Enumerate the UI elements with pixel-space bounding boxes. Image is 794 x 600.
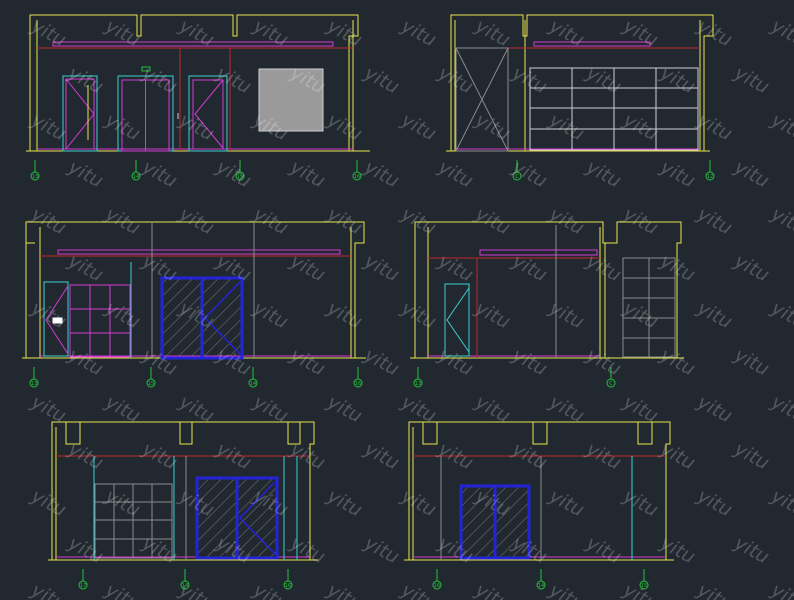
axis-marker: 13 [29, 367, 39, 388]
glass-double-door [459, 484, 531, 560]
ceiling-bulkhead [52, 41, 334, 47]
ceiling-bulkhead [57, 249, 341, 255]
axis-marker-label: 14 [250, 381, 256, 387]
axis-marker-label: 13 [415, 381, 421, 387]
axis-marker-label: 16 [355, 381, 361, 387]
axis-marker-circle [639, 580, 649, 590]
axis-marker: 12 [705, 160, 715, 181]
axis-marker-circle [30, 171, 40, 181]
elevation-2 [446, 14, 714, 152]
axis-marker-circle [131, 171, 141, 181]
axis-marker-circle [432, 580, 442, 590]
axis-marker-circle [180, 580, 190, 590]
ceiling-notches [65, 422, 301, 445]
axis-marker-circle [283, 580, 293, 590]
elevation-1 [26, 14, 370, 152]
axis-marker: 16 [352, 160, 362, 181]
axis-marker: 13 [413, 367, 423, 388]
axis-marker-circle [352, 171, 362, 181]
axis-marker: 16 [283, 569, 293, 590]
axis-marker: 15 [639, 569, 649, 590]
ceiling-bulkhead [479, 249, 598, 256]
cabinet-wall [529, 67, 699, 151]
axis-marker-label: C [515, 174, 519, 180]
wall-section-outline [450, 14, 714, 151]
axis-marker-label: 14 [182, 583, 188, 589]
axis-marker: 14 [248, 367, 258, 388]
wall-section-outline [51, 421, 315, 560]
axis-marker-circle [413, 378, 423, 388]
axis-marker-label: 13 [31, 381, 37, 387]
axis-marker: C [512, 160, 522, 181]
opening-cross [455, 47, 509, 152]
cabinet-grid [69, 284, 131, 358]
axis-marker-label: 16 [285, 583, 291, 589]
door-left [62, 75, 98, 152]
axis-marker-label: 14 [538, 583, 544, 589]
axis-marker-label: 16 [434, 583, 440, 589]
axis-marker: 16 [353, 367, 363, 388]
axis-marker: 13 [30, 160, 40, 181]
axis-marker-circle [536, 580, 546, 590]
axis-marker-circle [353, 378, 363, 388]
axis-marker: 16 [432, 569, 442, 590]
wall-section-outline [414, 221, 682, 358]
axis-marker-circle [235, 171, 245, 181]
ceiling-notches [422, 422, 653, 445]
axis-marker: 15 [235, 160, 245, 181]
axis-marker-label: 14 [133, 174, 139, 180]
axis-marker: 15 [146, 367, 156, 388]
axis-marker-label: 15 [148, 381, 154, 387]
axis-marker-label: 15 [641, 583, 647, 589]
cabinet-grid [94, 483, 173, 559]
wall-section-outline [25, 221, 365, 358]
axis-marker: 17 [78, 569, 88, 590]
cabinet-grid [622, 257, 676, 358]
wall-section-outline [29, 14, 359, 151]
axis-marker-circle [29, 378, 39, 388]
glass-double-door [195, 476, 279, 560]
axis-marker-label: 17 [80, 583, 86, 589]
axis-marker-circle [146, 378, 156, 388]
axis-marker-label: C [609, 381, 613, 387]
axis-marker: C [606, 367, 616, 388]
door-left [43, 281, 69, 357]
axis-marker-circle [78, 580, 88, 590]
wall-section-outline [408, 421, 671, 560]
elevation-6 [404, 421, 674, 561]
elevator-door [117, 66, 174, 152]
axis-marker-circle [512, 171, 522, 181]
glass-double-door [160, 276, 244, 360]
axis-marker-label: 13 [32, 174, 38, 180]
axis-marker-label: 12 [707, 174, 713, 180]
axis-marker: 14 [180, 569, 190, 590]
axis-marker-circle [705, 171, 715, 181]
wall-art-panel [258, 68, 324, 132]
door [444, 283, 470, 357]
axis-marker-circle [606, 378, 616, 388]
elevation-4 [410, 221, 684, 359]
axis-marker: 14 [131, 160, 141, 181]
elevation-3 [22, 221, 366, 360]
axis-marker: 14 [536, 569, 546, 590]
axis-marker-label: 16 [354, 174, 360, 180]
axis-marker-circle [248, 378, 258, 388]
axis-marker-label: 15 [237, 174, 243, 180]
elevation-5 [48, 421, 318, 561]
ceiling-bulkhead [533, 41, 651, 47]
door-right [188, 75, 228, 152]
